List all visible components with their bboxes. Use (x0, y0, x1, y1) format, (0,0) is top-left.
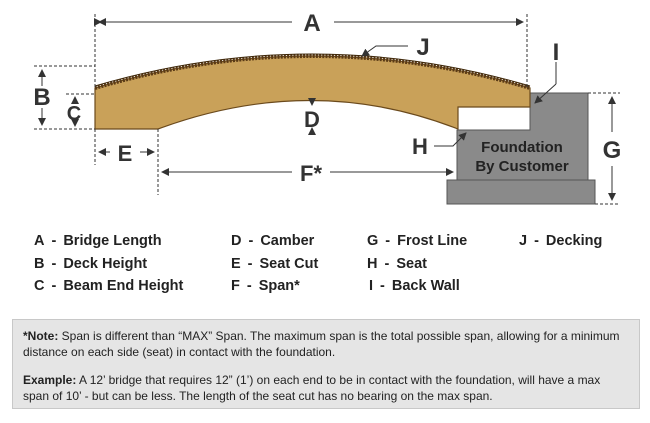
legend-text: Back Wall (391, 278, 460, 294)
legend-letter: I (369, 278, 374, 294)
dimension-h (434, 132, 467, 147)
legend-separator: - (246, 278, 252, 294)
note-text: Span is different than “MAX” Span. The m… (23, 329, 620, 359)
legend-separator: - (247, 256, 253, 272)
label-g: G (603, 137, 622, 164)
legend-letter: G (367, 233, 379, 249)
legend-separator: - (380, 278, 385, 294)
legend-item-d: D-Camber (231, 233, 314, 249)
legend-letter: J (519, 233, 528, 249)
legend-separator: - (384, 256, 390, 272)
dimension-e (94, 129, 159, 195)
label-b: B (33, 84, 50, 111)
label-e: E (118, 141, 133, 166)
legend-item-c: C-Beam End Height (34, 278, 183, 294)
legend-item-h: H-Seat (367, 256, 427, 272)
legend-text: Bridge Length (63, 233, 162, 249)
legend-item-b: B-Deck Height (34, 256, 147, 272)
legend-separator: - (51, 233, 57, 249)
legend-letter: B (34, 256, 45, 272)
legend-item-a: A-Bridge Length (34, 233, 162, 249)
dimension-a (94, 14, 528, 88)
legend-text: Seat Cut (259, 256, 319, 272)
label-c: C (67, 103, 81, 125)
legend-text: Camber (260, 233, 315, 249)
span-note-box: *Note: Span is different than “MAX” Span… (12, 319, 640, 409)
foundation-label-line2: By Customer (475, 158, 569, 175)
example-text: A 12’ bridge that requires 12” (1’) on e… (23, 373, 601, 403)
dimension-g (588, 92, 620, 205)
legend-text: Deck Height (63, 256, 148, 272)
legend-letter: D (231, 233, 242, 249)
legend-separator: - (51, 278, 57, 294)
legend-letter: F (231, 278, 240, 294)
foundation: Foundation By Customer (446, 92, 596, 205)
note-paragraph: *Note: Span is different than “MAX” Span… (23, 328, 629, 360)
dimension-b (34, 65, 95, 130)
legend-item-f: F-Span* (231, 278, 300, 294)
dimension-c (66, 93, 95, 127)
bridge-beam (94, 53, 531, 130)
bridge-diagram: Foundation By Customer A J I B C (33, 10, 622, 205)
legend-item-g: G-Frost Line (367, 233, 467, 249)
legend-item-e: E-Seat Cut (231, 256, 318, 272)
dimension-j (361, 45, 408, 57)
label-a: A (303, 10, 320, 37)
foundation-footing (446, 179, 596, 205)
legend-text: Beam End Height (63, 278, 184, 294)
label-f: F* (300, 161, 322, 186)
decking-surface (94, 54, 531, 90)
foundation-label-line1: Foundation (481, 139, 563, 156)
example-label: Example: (23, 373, 77, 387)
legend-separator: - (534, 233, 539, 249)
legend-text: Frost Line (397, 233, 468, 249)
legend-separator: - (51, 256, 57, 272)
legend-text: Decking (545, 233, 603, 249)
dimension-i (534, 62, 557, 104)
legend-text: Span* (258, 278, 300, 294)
example-paragraph: Example: A 12’ bridge that requires 12” … (23, 372, 629, 404)
legend-letter: H (367, 256, 378, 272)
label-h: H (412, 134, 428, 159)
label-j: J (416, 34, 429, 61)
legend-item-j: J-Decking (519, 233, 602, 249)
legend-text: Seat (396, 256, 427, 272)
legend-separator: - (385, 233, 391, 249)
label-i: I (553, 39, 560, 66)
decking-top-line (94, 53, 531, 87)
legend-letter: C (34, 278, 45, 294)
legend-separator: - (248, 233, 254, 249)
note-label: *Note: (23, 329, 59, 343)
legend-letter: A (34, 233, 45, 249)
label-d: D (304, 107, 320, 132)
legend-letter: E (231, 256, 241, 272)
legend-item-i: I-Back Wall (369, 278, 460, 294)
legend: A-Bridge Length B-Deck Height C-Beam End… (0, 228, 650, 308)
